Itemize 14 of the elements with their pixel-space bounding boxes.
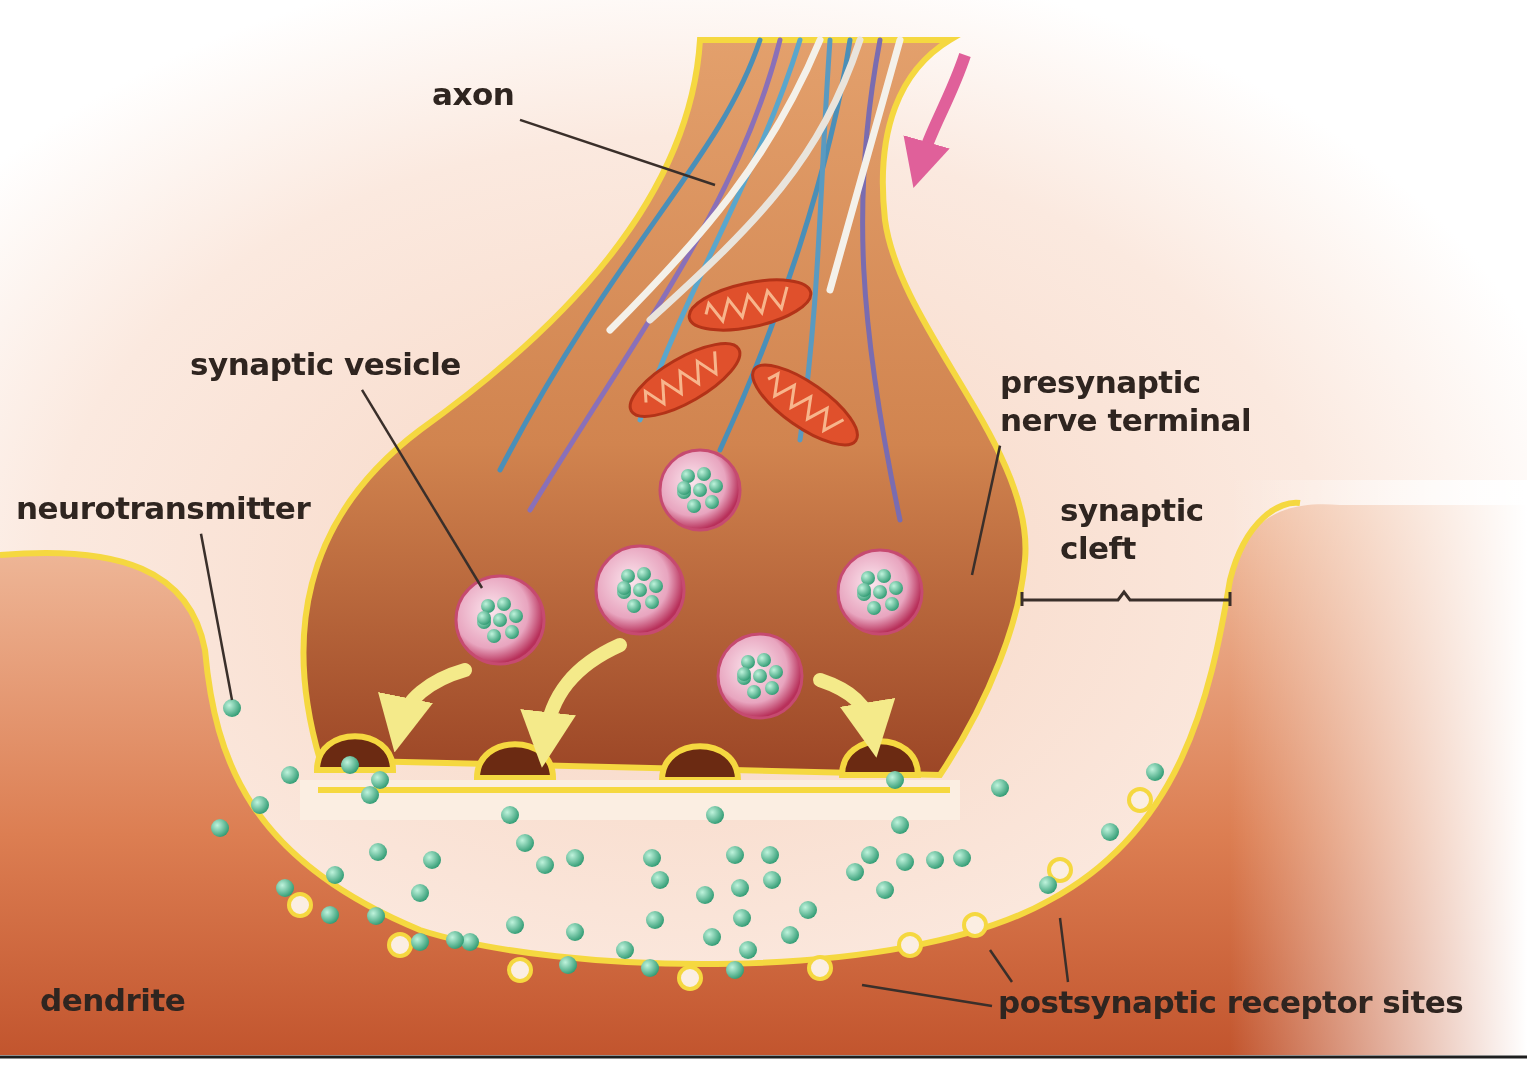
callout-label: postsynaptic receptor sites	[998, 984, 1464, 1022]
leader-line	[988, 949, 1014, 983]
region-label: dendrite	[40, 982, 186, 1020]
leader-line	[861, 983, 993, 1008]
region-label: synaptic cleft	[1060, 492, 1205, 568]
leader-line	[970, 445, 1002, 576]
leader-line	[360, 389, 484, 589]
leader-line	[1058, 917, 1070, 983]
leader-line	[199, 533, 234, 701]
callout-label: synaptic vesicle	[190, 346, 461, 384]
callout-label: axon	[432, 76, 515, 114]
leader-line	[519, 118, 716, 187]
callout-label: presynaptic nerve terminal	[1000, 364, 1300, 440]
callout-label: neurotransmitter	[16, 490, 311, 528]
